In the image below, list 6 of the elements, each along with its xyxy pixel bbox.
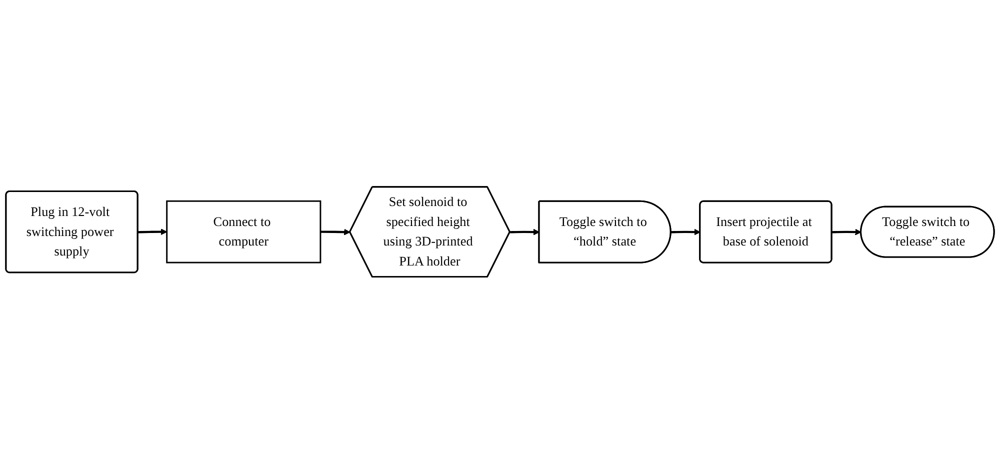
arrow (670, 228, 701, 235)
arrow (510, 228, 540, 235)
arrow (832, 228, 862, 235)
node-box: Connect to computer (166, 200, 322, 263)
arrow (320, 228, 350, 235)
arrow (138, 228, 168, 235)
